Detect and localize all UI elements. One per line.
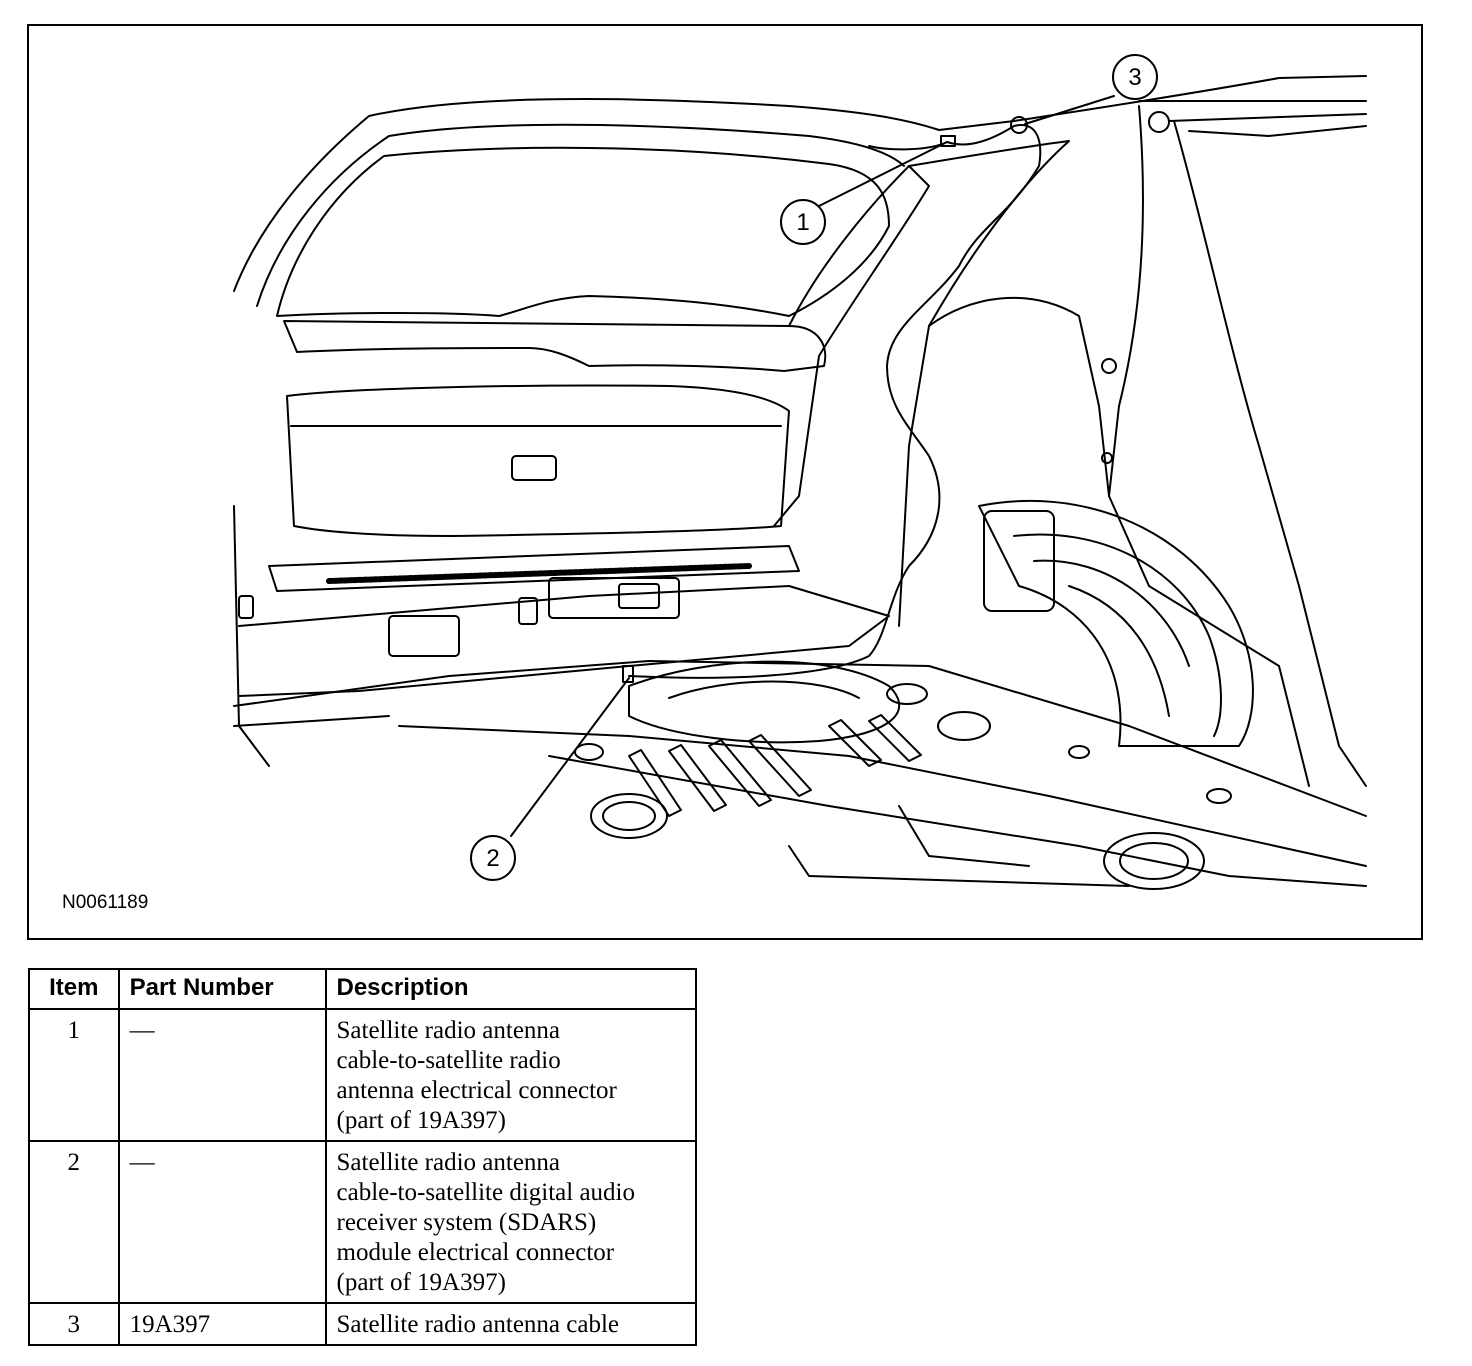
connector-2 xyxy=(622,665,634,683)
d-pillar-right xyxy=(898,140,1070,627)
liftgate-lower-panel xyxy=(286,384,790,537)
row-1-description-line: cable-to-satellite radio xyxy=(336,1047,561,1074)
rear-sill xyxy=(268,545,800,592)
wheelhouse-outer xyxy=(978,499,1254,747)
row-1-description-line: Satellite radio antenna xyxy=(336,1017,561,1044)
rear-sill-weatherstrip xyxy=(326,563,752,584)
quarter-inner-panel xyxy=(928,296,1110,497)
connector-3 xyxy=(1010,116,1028,134)
connector-1 xyxy=(940,135,956,147)
table-header-row: Item Part Number Description xyxy=(28,968,697,1010)
wheelhouse-inner xyxy=(1013,533,1222,737)
floor-plug-2-inner xyxy=(1119,842,1189,880)
floor-front-edge xyxy=(788,845,1130,887)
callout-3-label: 3 xyxy=(1128,64,1141,91)
header-description: Description xyxy=(324,968,697,1010)
vehicle-diagram: 1 2 3 xyxy=(233,54,1367,890)
liftgate-handle xyxy=(511,455,557,481)
pillar-hole-3 xyxy=(1101,452,1113,464)
callout-1: 1 xyxy=(780,199,826,245)
left-bumper-line xyxy=(233,715,390,727)
callout-2: 2 xyxy=(470,835,516,881)
row-1-description: Satellite radio antenna cable-to-satelli… xyxy=(324,1008,697,1142)
row-3-item: 3 xyxy=(28,1302,120,1346)
floor-plug-1 xyxy=(590,793,668,839)
latch-striker xyxy=(548,577,680,619)
header-part-number: Part Number xyxy=(117,968,327,1010)
leader-3 xyxy=(1024,95,1115,125)
floor-center-rib xyxy=(898,805,1030,867)
leader-1 xyxy=(818,141,948,207)
left-quarter-line xyxy=(233,505,270,767)
floor-slots xyxy=(628,714,922,817)
c-pillar xyxy=(1108,105,1310,787)
d-pillar-left xyxy=(773,165,930,527)
figure-frame: 1 2 3 N0061189 xyxy=(27,24,1423,940)
wheelhouse-rib-2 xyxy=(1068,585,1170,717)
row-2-description: Satellite radio antenna cable-to-satelli… xyxy=(324,1140,697,1304)
row-1-item: 1 xyxy=(28,1008,120,1142)
floor-plug-5 xyxy=(574,743,604,761)
left-latch-slot xyxy=(238,595,254,619)
c-pillar-outer xyxy=(1173,120,1367,787)
row-3-description-line: Satellite radio antenna cable xyxy=(336,1311,620,1338)
table-row: 2 — Satellite radio antenna cable-to-sat… xyxy=(28,1140,697,1304)
cargo-floor-edge xyxy=(233,660,1367,817)
row-2-description-line: (part of 19A397) xyxy=(336,1269,506,1296)
row-1-description-line: (part of 19A397) xyxy=(336,1107,506,1134)
floor-plug-4 xyxy=(886,683,928,705)
spare-tire-well-inner xyxy=(668,680,860,699)
roof-rail-inner xyxy=(1168,113,1367,122)
table-row: 1 — Satellite radio antenna cable-to-sat… xyxy=(28,1008,697,1142)
row-2-part-number: — xyxy=(117,1140,327,1304)
callout-1-label: 1 xyxy=(796,209,809,236)
liftgate-upper-panel xyxy=(283,320,827,372)
spare-tire-well xyxy=(628,660,901,744)
floor-pan-lower xyxy=(548,755,1367,887)
floor-plug-1-inner xyxy=(602,801,656,831)
row-2-description-line: Satellite radio antenna xyxy=(336,1149,561,1176)
parts-table: Item Part Number Description 1 — Satelli… xyxy=(28,968,697,1346)
row-2-description-line: cable-to-satellite digital audio xyxy=(336,1179,636,1206)
row-1-description-line: antenna electrical connector xyxy=(336,1077,617,1104)
row-2-description-line: receiver system (SDARS) xyxy=(336,1209,597,1236)
crossmember-cutout-left xyxy=(388,615,460,657)
callout-2-label: 2 xyxy=(486,845,499,872)
quarter-window-frame xyxy=(1188,125,1367,137)
pillar-hole-2 xyxy=(1101,358,1117,374)
liftgate-opening-outline xyxy=(233,75,1367,292)
callout-3: 3 xyxy=(1112,54,1158,100)
figure-id: N0061189 xyxy=(62,892,149,913)
header-item: Item xyxy=(28,968,120,1010)
floor-plug-7 xyxy=(1206,788,1232,804)
row-1-part-number: — xyxy=(117,1008,327,1142)
rear-crossmember xyxy=(238,585,890,697)
latch-opening xyxy=(618,583,660,609)
antenna-cable xyxy=(628,124,1042,679)
row-3-description: Satellite radio antenna cable xyxy=(324,1302,697,1346)
row-2-description-line: module electrical connector xyxy=(336,1239,615,1266)
floor-plug-2 xyxy=(1103,832,1205,890)
table-row: 3 19A397 Satellite radio antenna cable xyxy=(28,1302,697,1346)
crossmember-cutout-center xyxy=(518,597,538,625)
floor-plug-6 xyxy=(1068,745,1090,759)
floor-plug-3 xyxy=(937,711,991,741)
pillar-hole-1 xyxy=(1148,111,1170,133)
leader-2 xyxy=(510,677,630,837)
jack-storage-box xyxy=(983,510,1055,612)
floor-pan-rear xyxy=(398,725,1367,867)
liftgate-glass xyxy=(276,146,890,317)
row-2-item: 2 xyxy=(28,1140,120,1304)
wheelhouse-rib-1 xyxy=(1033,559,1190,667)
liftgate-inner-edge xyxy=(256,123,905,307)
row-3-part-number: 19A397 xyxy=(117,1302,327,1346)
